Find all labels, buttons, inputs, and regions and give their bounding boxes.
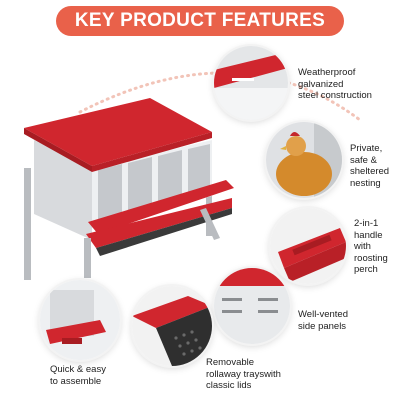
callout-rollaway-tray: [132, 286, 212, 366]
hen-icon: [266, 122, 342, 198]
rollaway-tray-icon: [132, 286, 212, 366]
feature-label-steel: Weatherproof galvanized steel constructi…: [298, 67, 372, 101]
feature-label-trays: Removable rollaway trayswith classic lid…: [206, 357, 281, 391]
feature-label-nesting: Private, safe & sheltered nesting: [350, 143, 390, 189]
feature-label-assemble: Quick & easy to assemble: [50, 364, 106, 387]
assembly-icon: [40, 280, 120, 360]
vent-panel-icon: [214, 268, 290, 344]
banner-title: KEY PRODUCT FEATURES: [74, 10, 326, 31]
callout-assembly: [40, 280, 120, 360]
callout-vent-panel: [214, 268, 290, 344]
features-banner: KEY PRODUCT FEATURES: [56, 6, 344, 36]
steel-panel-icon: [214, 46, 288, 120]
feature-label-vents: Well-vented side panels: [298, 309, 348, 332]
perch-handle-icon: [270, 208, 346, 284]
feature-label-handle: 2-in-1 handle with roosting perch: [354, 218, 388, 275]
callout-perch-handle: [270, 208, 346, 284]
callout-hen: [266, 122, 342, 198]
callout-steel-panel: [214, 46, 288, 120]
